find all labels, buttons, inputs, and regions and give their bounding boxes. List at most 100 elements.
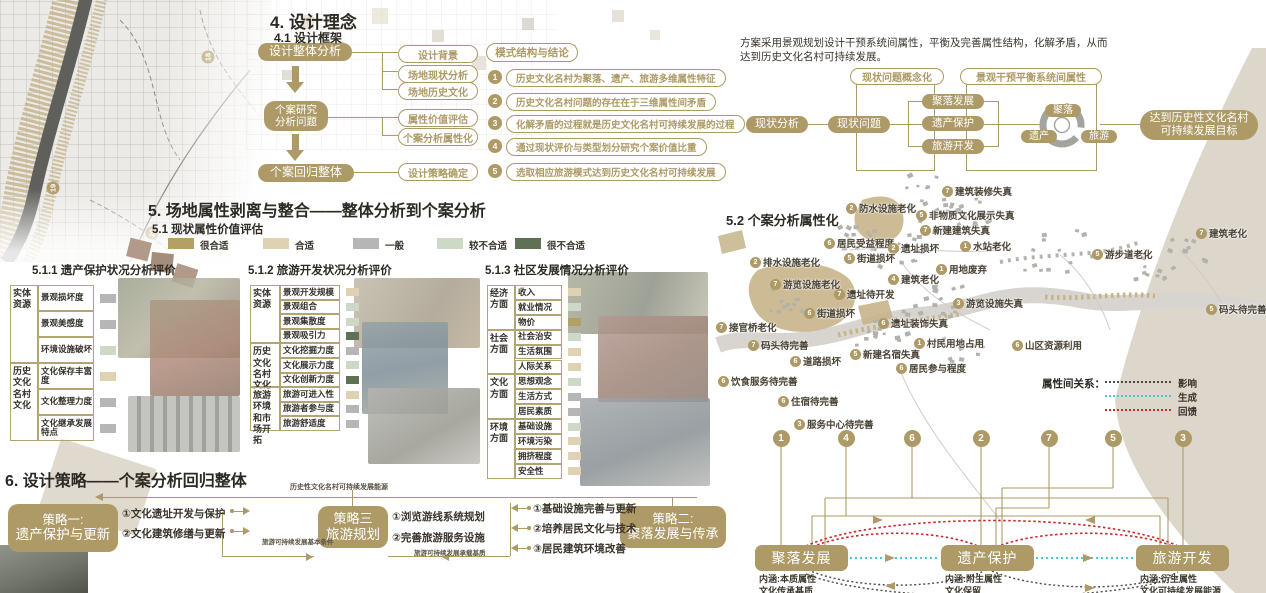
map-marker-number: 4 bbox=[888, 273, 899, 285]
legend-label: 合适 bbox=[295, 241, 315, 252]
eval-row-label: 文化继承发展特点 bbox=[38, 415, 94, 441]
conclusion-pill: 选取相应旅游模式达到历史文化名村可持续发展 bbox=[506, 163, 726, 181]
map-marker-number: 5 bbox=[1092, 248, 1103, 260]
map-marker-number: 2 bbox=[750, 256, 761, 268]
map-marker-label: 排水设施老化 bbox=[763, 258, 821, 269]
flow-drop bbox=[352, 498, 354, 506]
eval-group-cell: 历史文化名村文化 bbox=[10, 363, 38, 441]
strategy1-name2: 遗产保护与更新 bbox=[15, 527, 111, 543]
attribute-node-caption-line: 文化可持续发展能源 bbox=[1140, 585, 1222, 593]
rating-swatch bbox=[568, 392, 581, 401]
flow-line bbox=[222, 556, 314, 558]
eval-row-label: 拥挤程度 bbox=[515, 448, 562, 464]
strategy3-name2: 旅游规划 bbox=[326, 526, 380, 542]
connector bbox=[984, 124, 998, 126]
rating-swatch bbox=[568, 318, 581, 327]
eval-group-cell: 文化方面 bbox=[487, 374, 515, 420]
flow-left-pill: 个案回归整体 bbox=[258, 164, 354, 182]
eval-row-label: 文化保存丰富度 bbox=[38, 363, 94, 389]
eval-row-label: 思想观念 bbox=[515, 374, 562, 390]
attribute-node-caption-line: 内涵:本质属性 bbox=[759, 574, 816, 584]
connector bbox=[908, 146, 922, 148]
map-marker-label: 遗址装饰失真 bbox=[891, 319, 949, 330]
eval-row-label: 景观组合 bbox=[280, 299, 340, 315]
map-marker-label: 游览设施失真 bbox=[966, 299, 1024, 310]
down-arrow-icon bbox=[286, 82, 304, 93]
flow-line bbox=[388, 556, 510, 558]
connector bbox=[908, 124, 922, 126]
goal-pill: 达到历史性文化名村 可持续发展目标 bbox=[1140, 110, 1258, 140]
down-arrow-icon bbox=[286, 150, 304, 161]
rating-swatch bbox=[568, 377, 581, 386]
checker-square bbox=[372, 8, 388, 24]
map-fade bbox=[0, 0, 272, 262]
eval-row-label: 旅游舒适度 bbox=[280, 416, 340, 431]
conclusion-number: 1 bbox=[488, 70, 502, 84]
topo-map-decor: 18 19 20 bbox=[0, 0, 272, 262]
rating-swatch bbox=[346, 317, 359, 326]
map-marker-label: 村民用地占用 bbox=[927, 339, 985, 350]
section5-subtitle: 5.1 现状属性价值评估 bbox=[152, 224, 264, 236]
rating-swatch bbox=[346, 375, 359, 384]
connector bbox=[382, 117, 384, 136]
stack-pill: 聚落发展 bbox=[922, 94, 984, 109]
map-marker-label: 水站老化 bbox=[973, 242, 1012, 253]
legend-swatch bbox=[437, 238, 463, 249]
arrow-right-icon bbox=[306, 552, 313, 561]
eval-row-label: 安全性 bbox=[515, 463, 562, 479]
eval-row-label: 景观开发规模 bbox=[280, 285, 340, 300]
photo-collage bbox=[128, 396, 240, 452]
relation-line bbox=[1105, 395, 1171, 397]
arrow-right-icon bbox=[243, 527, 250, 535]
chain-number: 1 bbox=[772, 430, 790, 447]
eval-row-label: 物价 bbox=[515, 314, 562, 330]
map-marker-number: 2 bbox=[888, 242, 899, 254]
attribute-node: 旅游开发 bbox=[1136, 545, 1229, 571]
conclusion-pill: 化解矛盾的过程就是历史文化名村可持续发展的过程 bbox=[506, 115, 745, 133]
eval-group-cell: 经济方面 bbox=[487, 285, 515, 330]
checker-square bbox=[282, 70, 292, 80]
concept-oval-1: 现状问题概念化 bbox=[850, 68, 944, 85]
rating-swatch bbox=[346, 361, 359, 370]
eval-group-cell: 环境方面 bbox=[487, 419, 515, 479]
legend-swatch bbox=[353, 238, 379, 249]
map-marker-label: 码头待完善 bbox=[761, 341, 809, 352]
scheme-paragraph-line2: 达到历史文化名村可持续发展。 bbox=[740, 51, 887, 63]
map-marker-number: 5 bbox=[850, 348, 861, 360]
down-arrow-icon bbox=[292, 134, 299, 150]
rating-swatch bbox=[346, 405, 359, 414]
flow-mid-oval: 设计背景 bbox=[398, 45, 478, 63]
map-marker-number: 6 bbox=[778, 395, 789, 407]
eval-row-label: 生活氛围 bbox=[515, 344, 562, 360]
attribute-node-caption-line: 文化保留 bbox=[945, 585, 982, 593]
flow-dot bbox=[527, 526, 531, 530]
eval-row-label: 文化挖掘力度 bbox=[280, 343, 340, 358]
rating-swatch bbox=[346, 302, 359, 311]
rating-swatch bbox=[346, 390, 359, 399]
strategy2-box: 策略二: 聚落发展与传承 bbox=[620, 506, 726, 548]
rating-swatch bbox=[100, 371, 116, 381]
concept-oval-2: 景观干预平衡系统间属性 bbox=[960, 68, 1102, 85]
section4-subtitle: 4.1 设计框架 bbox=[274, 31, 343, 45]
eval-row-label: 景观损坏度 bbox=[38, 285, 94, 311]
map-marker-label: 饮食服务待完善 bbox=[731, 377, 798, 388]
eval-row-label: 旅游者参与度 bbox=[280, 401, 340, 417]
ring-pill: 遗产 bbox=[1021, 130, 1057, 143]
rating-swatch bbox=[100, 423, 116, 433]
eval-group-cell: 实体资源 bbox=[250, 285, 280, 344]
chain-number: 7 bbox=[1040, 430, 1058, 447]
photo-collage bbox=[598, 316, 708, 402]
section5-title: 5. 场地属性剥离与整合——整体分析到个案分析 bbox=[148, 203, 486, 220]
